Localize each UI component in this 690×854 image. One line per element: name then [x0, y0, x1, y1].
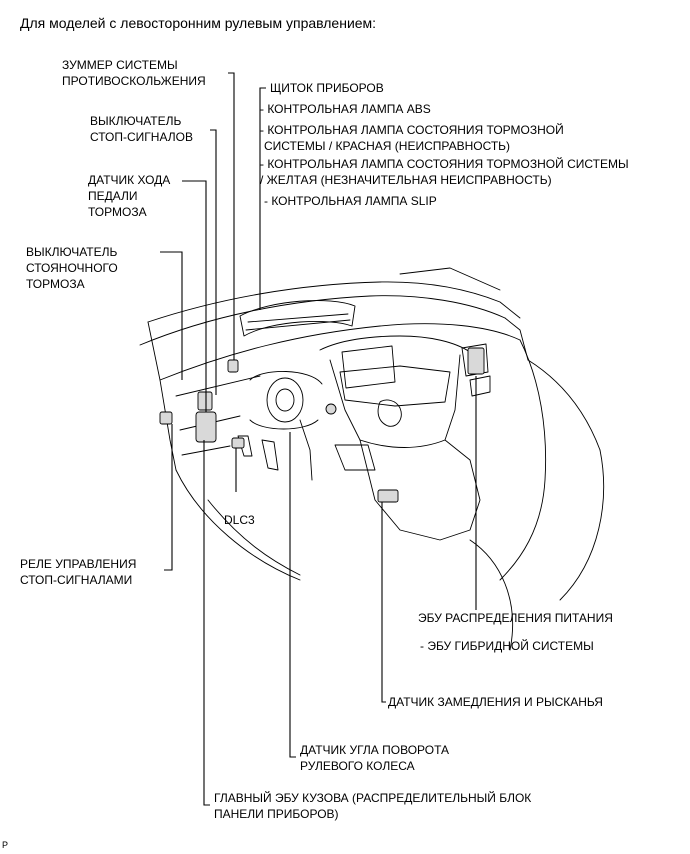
body-ecu-label-line-1: ГЛАВНЫЙ ЭБУ КУЗОВА (РАСПРЕДЕЛИТЕЛЬНЫЙ БЛ…	[214, 791, 532, 805]
leader-lines	[160, 72, 477, 806]
dlc3-part	[231, 437, 245, 449]
relay-label-line-1: РЕЛЕ УПРАВЛЕНИЯ	[20, 557, 137, 571]
hybrid-part	[325, 403, 337, 415]
hybrid-ecu-label: - ЭБУ ГИБРИДНОЙ СИСТЕМЫ	[420, 639, 594, 653]
steering-sensor-label-line-1: ДАТЧИК УГЛА ПОВОРОТА	[300, 743, 450, 757]
page-title: Для моделей с левосторонним рулевым упра…	[20, 15, 377, 31]
power-ecu-part	[467, 347, 485, 375]
buzzer-label: ЗУММЕР СИСТЕМЫ ПРОТИВОСКОЛЬЖЕНИЯ	[62, 57, 206, 89]
pedal-sensor-label: ДАТЧИК ХОДА ПЕДАЛИ ТОРМОЗА	[88, 172, 170, 220]
cluster-item-yellow-2: / ЖЕЛТАЯ (НЕЗНАЧИТЕЛЬНАЯ НЕИСПРАВНОСТЬ)	[260, 173, 552, 187]
buzzer-label-line-1: ЗУММЕР СИСТЕМЫ	[62, 58, 178, 72]
parking-switch-label-line-1: ВЫКЛЮЧАТЕЛЬ	[26, 245, 118, 259]
yaw-sensor-label: ДАТЧИК ЗАМЕДЛЕНИЯ И РЫСКАНЬЯ	[388, 695, 603, 709]
parking-switch-label-line-3: ТОРМОЗА	[26, 277, 85, 291]
parking-switch-label-line-2: СТОЯНОЧНОГО	[26, 261, 118, 275]
cluster-heading: ЩИТОК ПРИБОРОВ	[270, 81, 384, 95]
cluster-item-red-2: СИСТЕМЫ / КРАСНАЯ (НЕИСПРАВНОСТЬ)	[264, 139, 511, 153]
stop-switch-label: ВЫКЛЮЧАТЕЛЬ СТОП-СИГНАЛОВ	[90, 113, 193, 145]
buzzer-part	[227, 359, 239, 373]
steering-sensor-label-line-2: РУЛЕВОГО КОЛЕСА	[300, 759, 415, 773]
steering-sensor-label: ДАТЧИК УГЛА ПОВОРОТА РУЛЕВОГО КОЛЕСА	[300, 742, 449, 774]
relay-label: РЕЛЕ УПРАВЛЕНИЯ СТОП-СИГНАЛАМИ	[20, 556, 136, 588]
pedal-sensor-label-line-2: ПЕДАЛИ	[88, 189, 138, 203]
cluster-item-abs: - КОНТРОЛЬНАЯ ЛАМПА ABS	[260, 102, 431, 116]
yaw-sensor-part	[377, 489, 399, 503]
body-ecu-label: ГЛАВНЫЙ ЭБУ КУЗОВА (РАСПРЕДЕЛИТЕЛЬНЫЙ БЛ…	[214, 790, 531, 822]
pedal-sensor-part	[195, 411, 217, 443]
power-ecu-label: ЭБУ РАСПРЕДЕЛЕНИЯ ПИТАНИЯ	[418, 611, 613, 625]
stop-switch-label-line-2: СТОП-СИГНАЛОВ	[90, 130, 193, 144]
cluster-item-red-1: - КОНТРОЛЬНАЯ ЛАМПА СОСТОЯНИЯ ТОРМОЗНОЙ	[260, 123, 564, 137]
cluster-item-slip: - КОНТРОЛЬНАЯ ЛАМПА SLIP	[264, 194, 437, 208]
cluster-item-yellow-1: - КОНТРОЛЬНАЯ ЛАМПА СОСТОЯНИЯ ТОРМОЗНОЙ …	[260, 157, 629, 171]
dashboard-drawing	[139, 267, 605, 651]
relay-part	[159, 411, 173, 425]
pedal-sensor-label-line-1: ДАТЧИК ХОДА	[88, 173, 171, 187]
component-markers	[159, 347, 485, 503]
buzzer-label-line-2: ПРОТИВОСКОЛЬЖЕНИЯ	[62, 74, 206, 88]
relay-label-line-2: СТОП-СИГНАЛАМИ	[20, 573, 133, 587]
body-ecu-label-line-2: ПАНЕЛИ ПРИБОРОВ)	[214, 807, 339, 821]
pedal-sensor-label-line-3: ТОРМОЗА	[88, 205, 147, 219]
dlc3-label: DLC3	[224, 513, 255, 527]
parking-switch-label: ВЫКЛЮЧАТЕЛЬ СТОЯНОЧНОГО ТОРМОЗА	[26, 244, 118, 292]
corner-mark: P	[2, 840, 9, 850]
stop-switch-label-line-1: ВЫКЛЮЧАТЕЛЬ	[90, 114, 182, 128]
switch-part	[197, 391, 213, 411]
